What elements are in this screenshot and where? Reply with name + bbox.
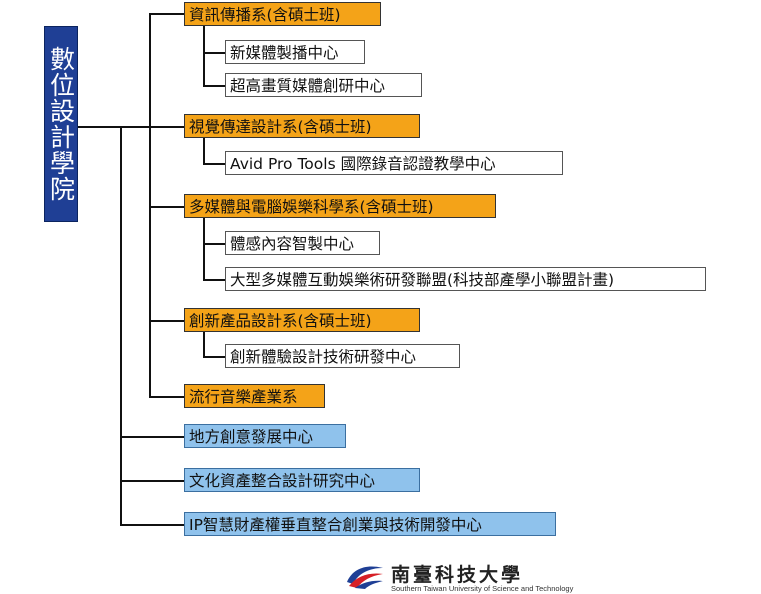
center-branch-2a <box>203 163 225 165</box>
dept-trunk-line <box>149 13 151 397</box>
center-box-3b: 大型多媒體互動娛樂術研發聯盟(科技部產學小聯盟計畫) <box>225 267 706 291</box>
inst-branch-2 <box>120 480 184 482</box>
center-label: 體感內容智製中心 <box>230 235 355 253</box>
dept-branch-1 <box>149 13 184 15</box>
college-root-label: 數位設計學院 <box>46 46 76 202</box>
inst-trunk-line <box>120 126 122 526</box>
department-box-2: 視覺傳達設計系(含碩士班) <box>184 114 420 138</box>
center-label: Avid Pro Tools 國際錄音認證教學中心 <box>230 155 496 173</box>
institute-label: IP智慧財產權垂直整合創業與技術開發中心 <box>189 516 482 534</box>
institute-label: 文化資產整合設計研究中心 <box>189 472 376 490</box>
center-branch-3a <box>203 243 225 245</box>
root-connector <box>78 126 150 128</box>
dept-branch-2 <box>149 126 184 128</box>
dept-branch-4 <box>149 320 184 322</box>
department-label: 流行音樂產業系 <box>189 388 298 406</box>
center-label: 超高畫質媒體創研中心 <box>230 77 386 95</box>
department-label: 創新產品設計系(含碩士班) <box>189 312 372 330</box>
inst-branch-1 <box>120 436 184 438</box>
department-box-1: 資訊傳播系(含碩士班) <box>184 2 381 26</box>
institute-box-3: IP智慧財產權垂直整合創業與技術開發中心 <box>184 512 556 536</box>
dept-branch-3 <box>149 206 184 208</box>
inst-branch-3 <box>120 524 184 526</box>
department-box-5: 流行音樂產業系 <box>184 384 325 408</box>
center-label: 創新體驗設計技術研發中心 <box>230 348 417 366</box>
center-branch-4a <box>203 356 225 358</box>
department-box-3: 多媒體與電腦娛樂科學系(含碩士班) <box>184 194 496 218</box>
institute-label: 地方創意發展中心 <box>189 428 314 446</box>
university-name-en: Southern Taiwan University of Science an… <box>391 584 574 593</box>
university-emblem-icon <box>347 566 383 589</box>
department-box-4: 創新產品設計系(含碩士班) <box>184 308 420 332</box>
department-label: 多媒體與電腦娛樂科學系(含碩士班) <box>189 198 434 216</box>
center-trunk-1 <box>203 26 205 86</box>
department-label: 資訊傳播系(含碩士班) <box>189 6 341 24</box>
dept-branch-5 <box>149 396 184 398</box>
center-branch-1a <box>203 52 225 54</box>
center-box-1b: 超高畫質媒體創研中心 <box>225 73 422 97</box>
institute-box-2: 文化資產整合設計研究中心 <box>184 468 420 492</box>
department-label: 視覺傳達設計系(含碩士班) <box>189 118 372 136</box>
center-trunk-4 <box>203 332 205 357</box>
university-logo: 南臺科技大學 Southern Taiwan University of Sci… <box>345 560 585 594</box>
institute-box-1: 地方創意發展中心 <box>184 424 346 448</box>
center-branch-1b <box>203 85 225 87</box>
center-box-2a: Avid Pro Tools 國際錄音認證教學中心 <box>225 151 563 175</box>
center-box-1a: 新媒體製播中心 <box>225 40 365 64</box>
center-label: 大型多媒體互動娛樂術研發聯盟(科技部產學小聯盟計畫) <box>230 271 615 289</box>
college-root-box: 數位設計學院 <box>44 26 78 222</box>
center-branch-3b <box>203 279 225 281</box>
center-label: 新媒體製播中心 <box>230 44 339 62</box>
center-trunk-3 <box>203 218 205 280</box>
center-box-3a: 體感內容智製中心 <box>225 231 380 255</box>
university-name-cn: 南臺科技大學 <box>391 564 524 586</box>
center-box-4a: 創新體驗設計技術研發中心 <box>225 344 460 368</box>
center-trunk-2 <box>203 138 205 164</box>
